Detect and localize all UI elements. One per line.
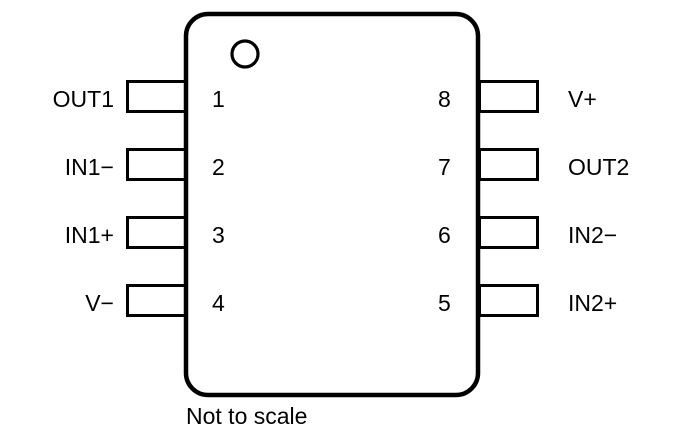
pin-label-in2-minus: IN2− (568, 222, 618, 248)
pin-lead-1 (126, 80, 187, 113)
pin-lead-5 (478, 284, 539, 317)
diagram-caption: Not to scale (186, 403, 308, 429)
package-body (183, 11, 481, 398)
pin-label-in1-minus: IN1− (64, 154, 114, 180)
pin-number-5: 5 (438, 290, 451, 316)
pin-lead-7 (478, 148, 539, 181)
pin-label-in1-plus: IN1+ (64, 222, 114, 248)
pin-number-6: 6 (438, 222, 451, 248)
pin-lead-6 (478, 216, 539, 249)
pin-lead-4 (126, 284, 187, 317)
pin-lead-3 (126, 216, 187, 249)
pin-number-4: 4 (212, 290, 225, 316)
pin-label-out1: OUT1 (52, 86, 114, 112)
pin-label-in2-plus: IN2+ (568, 290, 618, 316)
pin-1-marker-icon (230, 39, 260, 69)
pin-number-3: 3 (212, 222, 225, 248)
pin-number-7: 7 (438, 154, 451, 180)
pin-label-v-minus: V− (85, 290, 114, 316)
pin-lead-8 (478, 80, 539, 113)
pin-number-2: 2 (212, 154, 225, 180)
pin-number-8: 8 (438, 86, 451, 112)
pin-number-1: 1 (212, 86, 225, 112)
pin-lead-2 (126, 148, 187, 181)
pin-label-v-plus: V+ (568, 86, 597, 112)
pin-label-out2: OUT2 (568, 154, 630, 180)
